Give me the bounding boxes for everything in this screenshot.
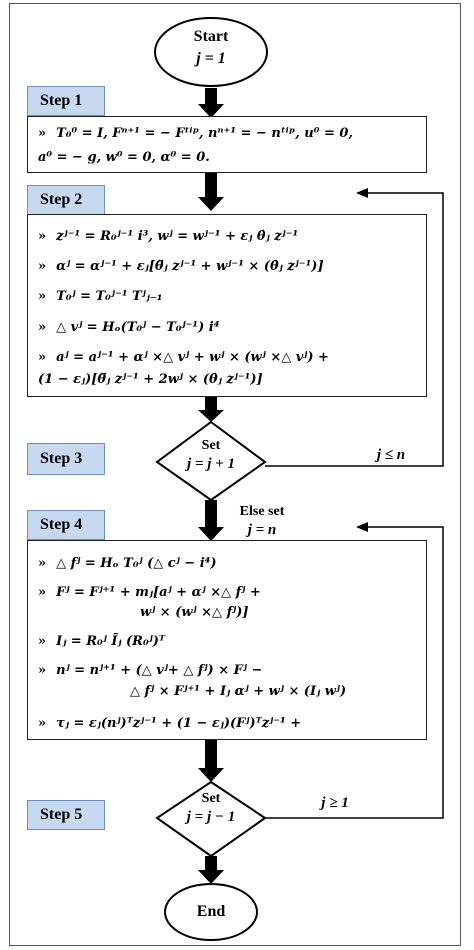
step-4-line-3: wʲ × (wʲ ×△ fʲ)]: [140, 605, 249, 620]
step-1-line-2: a⁰ = − g, w⁰ = 0, α⁰ = 0.: [38, 150, 210, 165]
else-set-label: Else set: [239, 504, 285, 519]
loop-arrowhead-1: [356, 188, 368, 198]
step-5-label: Step 5: [27, 800, 105, 830]
loop-condition-1: j ≤ n: [376, 447, 406, 463]
step-2-line-6: (1 − εⱼ)[θ̈ⱼ zʲ⁻¹ + 2wʲ × (θ̇ⱼ zʲ⁻¹)]: [38, 372, 263, 387]
arrow-step3-to-step4: [198, 500, 224, 541]
down-arrows: [198, 88, 224, 884]
step-2-box: [27, 214, 427, 397]
step-4-label: Step 4: [27, 510, 105, 540]
arrow-step1-to-step2: [198, 173, 224, 211]
arrow-step4-to-step5: [198, 740, 224, 782]
decision-1-set: Set: [201, 438, 221, 453]
step-1-box: [27, 116, 427, 173]
step-4-box: [27, 540, 427, 740]
step-2-line-4: »△ vʲ = Hₒ(T₀ʲ − T₀ʲ⁻¹) i⁴: [38, 320, 220, 335]
step-2-line-5: »aʲ = aʲ⁻¹ + αʲ ×△ vʲ + wʲ × (wʲ ×△ vʲ) …: [38, 350, 329, 365]
step-4-line-4: »Iⱼ = R₀ʲ Īⱼ (R₀ʲ)ᵀ: [38, 634, 165, 649]
loop-line-2: [265, 526, 444, 819]
start-init: j = 1: [196, 50, 226, 67]
step-4-line-5: »nʲ = nʲ⁺¹ + (△ vʲ+ △ fʲ) × Fʲ −: [38, 663, 263, 678]
end-label: End: [196, 903, 226, 920]
start-terminal: [154, 17, 268, 87]
step-3-label: Step 3: [27, 443, 105, 475]
step-4-line-6: △ fʲ × Fʲ⁺¹ + Iⱼ αʲ + wʲ × (Iⱼ wʲ): [130, 684, 347, 699]
arrow-step5-to-end: [198, 856, 224, 884]
step-2-line-2: »αʲ = αʲ⁻¹ + εⱼ[θ̈ⱼ zʲ⁻¹ + wʲ⁻¹ × (θ̇ⱼ z…: [38, 259, 324, 274]
loop-condition-2: j ≥ 1: [321, 795, 349, 811]
arrow-step2-to-step3: [198, 397, 224, 422]
else-set-assign: j = n: [247, 522, 277, 538]
step-4-line-2: »Fʲ = Fʲ⁺¹ + mⱼ[aʲ + αʲ ×△ fʲ +: [38, 585, 261, 600]
decision-2-set: Set: [201, 791, 221, 806]
arrow-start-to-step1: [198, 88, 224, 118]
step-1-label: Step 1: [27, 86, 105, 116]
start-label: Start: [193, 28, 229, 45]
step-4-line-1: »△ fʲ = Hₒ T₀ʲ (△ cʲ − i⁴): [38, 556, 217, 571]
loop-arrowhead-2: [356, 522, 368, 532]
loop-line-1: [265, 192, 444, 467]
flowchart-frame: [9, 3, 461, 946]
step-4-line-7: »τⱼ = εⱼ(nʲ)ᵀzʲ⁻¹ + (1 − εⱼ)(Fʲ)ᵀzʲ⁻¹ +: [38, 716, 302, 731]
decision-2-assign: j = j − 1: [186, 809, 236, 825]
step-2-line-1: »zʲ⁻¹ = R₀ʲ⁻¹ i³, wʲ = wʲ⁻¹ + εⱼ θ̇ⱼ zʲ⁻…: [38, 229, 299, 244]
decision-1-assign: j = j + 1: [187, 456, 235, 472]
step-2-line-3: »T₀ʲ = T₀ʲ⁻¹ Tʲⱼ₋₁: [38, 289, 163, 304]
step-1-line-1: »T₀⁰ = I, Fⁿ⁺¹ = − Fᵗⁱᵖ, nⁿ⁺¹ = − nᵗⁱᵖ, …: [38, 126, 353, 141]
step-2-label: Step 2: [27, 185, 105, 215]
